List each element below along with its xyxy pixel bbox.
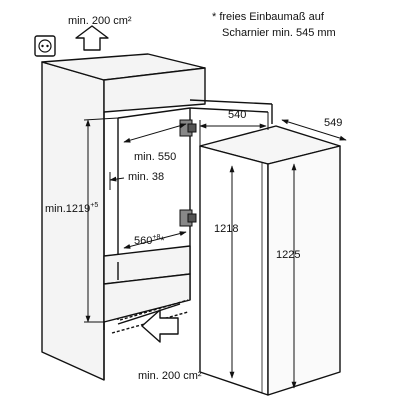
dim-niche-width-line: [123, 231, 187, 249]
dimension-lines: [83, 112, 347, 389]
side-gap-label: min. 38: [128, 171, 164, 183]
dim-appliance-depth-line: [281, 119, 347, 141]
cabinet-plinth: [103, 273, 191, 323]
airflow-in-arrow-icon: [141, 309, 179, 343]
note-line-1: * freies Einbaumaß auf: [212, 11, 325, 23]
appliance: [199, 125, 341, 396]
appliance-front-door: [199, 145, 269, 396]
appliance-width-label: 540: [228, 109, 246, 121]
dim-side-gap-line: [109, 176, 125, 182]
power-socket-icon: [34, 35, 56, 57]
appliance-depth-label: 549: [324, 117, 342, 129]
door-height-label: 1218: [214, 223, 238, 235]
airflow-up-arrow-icon: [75, 25, 109, 51]
hinge-upper: [179, 119, 197, 137]
bottom-ventilation-label: min. 200 cm²: [138, 370, 202, 382]
niche-height-label: min.1219+5: [45, 202, 98, 215]
dim-niche-depth-line: [123, 123, 187, 143]
note-line-2: Scharnier min. 545 mm: [222, 27, 336, 39]
cabinet-left-panel: [41, 61, 105, 381]
niche-depth-label: min. 550: [134, 151, 176, 163]
top-ventilation-label: min. 200 cm²: [68, 15, 132, 27]
hinge-lower: [179, 209, 197, 227]
niche-width-label: 560+8*: [134, 234, 165, 247]
cabinet-top-board: [103, 67, 206, 113]
appliance-height-label: 1225: [276, 249, 300, 261]
labels: min. 200 cm² min. 200 cm² * freies Einba…: [45, 11, 342, 382]
appliance-side: [267, 145, 341, 396]
